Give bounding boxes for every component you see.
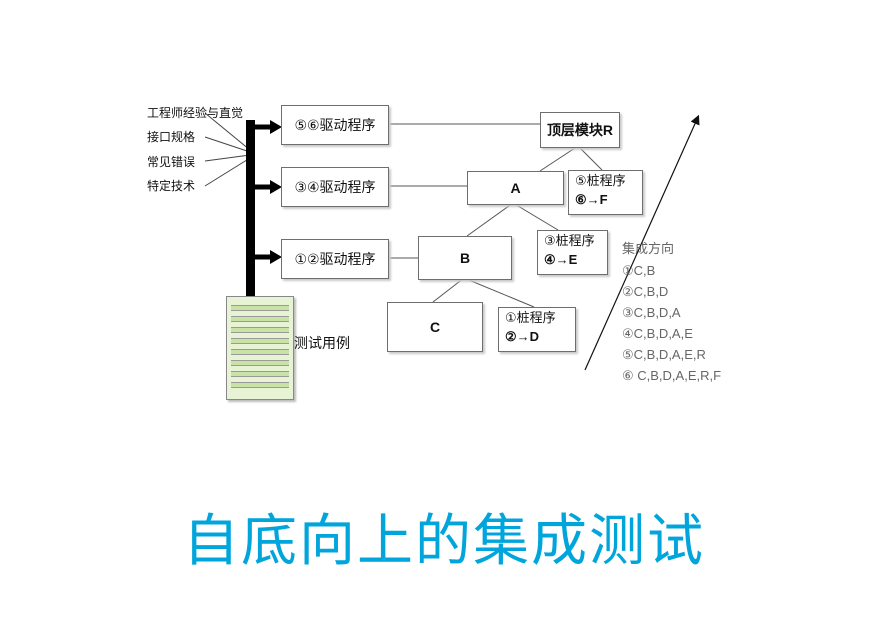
driver-box-12: ①②驱动程序: [281, 239, 389, 279]
stub-target: ④→E: [544, 252, 578, 267]
module-a: A: [467, 171, 564, 205]
input-label-interface-spec: 接口规格: [147, 130, 196, 144]
integration-step: ③C,B,D,A: [622, 305, 681, 320]
stub-label: ③桩程序: [544, 234, 595, 249]
stub-label: ①桩程序: [505, 311, 556, 326]
input-label-experience: 工程师经验与直觉: [147, 106, 244, 120]
page-title: 自底向上的集成测试: [183, 509, 705, 572]
input-label-specific-tech: 特定技术: [147, 179, 196, 193]
test-case-stack-icon: [226, 296, 294, 400]
stub-box-34: ③桩程序 ④→E: [537, 230, 608, 275]
top-module-r: 顶层模块R: [540, 112, 620, 148]
test-cases-label: 测试用例: [294, 336, 350, 352]
stub-box-12: ①桩程序 ②→D: [498, 307, 576, 352]
driver-box-56: ⑤⑥驱动程序: [281, 105, 389, 145]
integration-step: ⑥ C,B,D,A,E,R,F: [622, 368, 722, 383]
integration-direction-label: 集成方向: [622, 242, 675, 257]
module-b: B: [418, 236, 512, 280]
input-label-common-errors: 常见错误: [147, 155, 196, 169]
integration-step: ①C,B: [622, 263, 656, 278]
driver-box-34: ③④驱动程序: [281, 167, 389, 207]
module-c: C: [387, 302, 483, 352]
stub-target: ⑥→F: [575, 192, 608, 207]
stub-target: ②→D: [505, 329, 540, 344]
integration-step: ②C,B,D: [622, 284, 669, 299]
integration-step: ⑤C,B,D,A,E,R: [622, 347, 706, 362]
integration-step: ④C,B,D,A,E: [622, 326, 693, 341]
stub-box-56: ⑤桩程序 ⑥→F: [568, 170, 643, 215]
stub-label: ⑤桩程序: [575, 174, 626, 189]
